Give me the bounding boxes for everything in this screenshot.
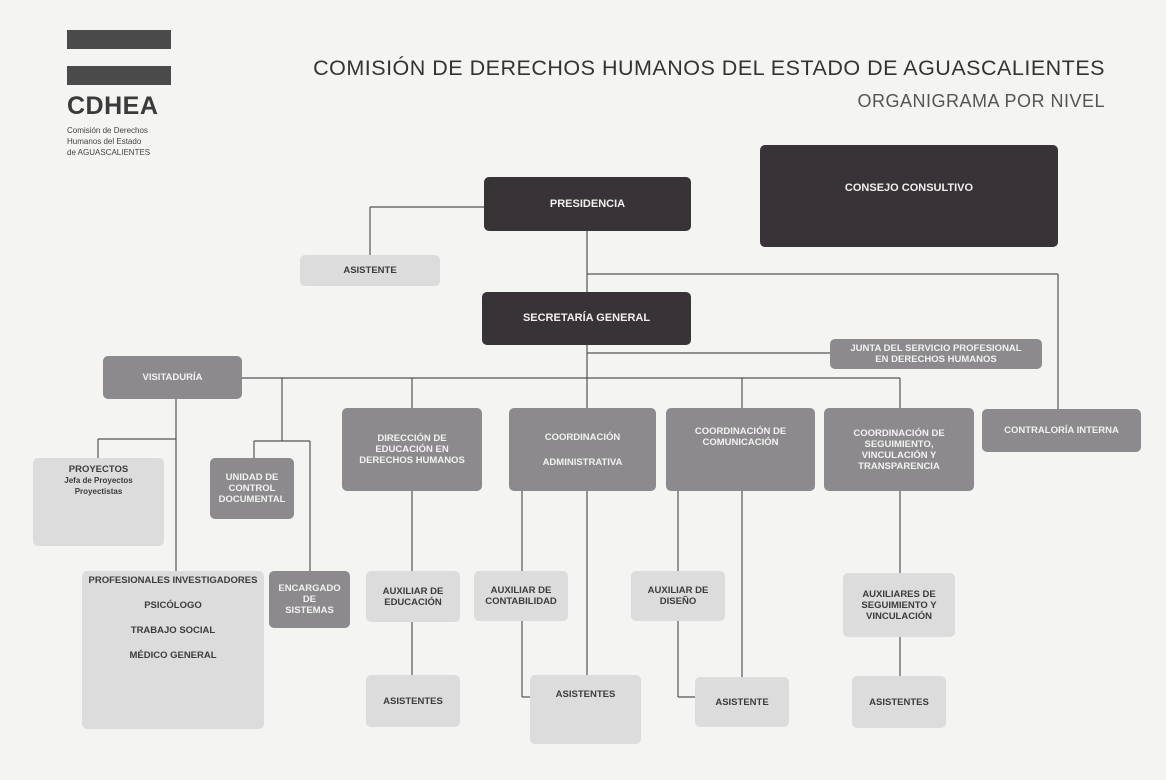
node-auxiliar-diseno: AUXILIAR DE DISEÑO [631,571,725,621]
node-profesionales-investigadores: PROFESIONALES INVESTIGADORES PSICÓLOGO T… [82,571,264,729]
node-unidad-line1: UNIDAD DE [225,472,279,483]
node-aux-cont-line2: CONTABILIDAD [485,596,557,607]
node-prof-line2: PSICÓLOGO [144,600,202,611]
node-coord-admin-line1: COORDINACIÓN [544,431,621,443]
page-title: COMISIÓN DE DERECHOS HUMANOS DEL ESTADO … [313,56,1105,80]
node-asis-edu-label: ASISTENTES [383,695,443,707]
node-asis-seg-label: ASISTENTES [869,696,929,708]
node-direccion-educacion: DIRECCIÓN DE EDUCACIÓN EN DERECHOS HUMAN… [342,408,482,491]
node-encargado-line1: ENCARGADO [278,583,341,594]
node-coordinacion-seguimiento: COORDINACIÓN DE SEGUIMIENTO, VINCULACIÓN… [824,408,974,491]
node-coord-seg-line3: VINCULACIÓN Y [861,449,937,461]
node-presidencia-label: PRESIDENCIA [549,197,626,210]
node-asistentes-seguimiento: ASISTENTES [852,676,946,728]
node-aux-edu-line1: AUXILIAR DE [382,585,444,597]
logo-bar-bottom [67,66,171,85]
logo-subtitle-line1: Comisión de Derechos [67,126,148,135]
node-proyectos: PROYECTOS Jefa de Proyectos Proyectistas [33,458,164,546]
node-asistente-presidencia: ASISTENTE [300,255,440,286]
node-contraloria-label: CONTRALORÍA INTERNA [1004,425,1119,436]
node-proyectos-title: PROYECTOS [68,464,129,475]
node-asistentes-educacion: ASISTENTES [366,675,460,727]
node-aux-seg-line2: SEGUIMIENTO Y [861,599,937,611]
node-visitaduria: VISITADURÍA [103,356,242,399]
node-prof-line4: MÉDICO GENERAL [129,650,217,661]
node-encargado-line2: DE [302,594,317,605]
node-encargado-line3: SISTEMAS [285,605,334,616]
node-aux-cont-line1: AUXILIAR DE [490,585,552,596]
node-secretaria-label: SECRETARÍA GENERAL [522,312,651,324]
node-coord-seg-line2: SEGUIMIENTO, [864,438,934,450]
node-coord-com-line2: COMUNICACIÓN [702,437,779,448]
node-coord-seg-line1: COORDINACIÓN DE [853,427,945,439]
page-subtitle: ORGANIGRAMA POR NIVEL [857,91,1105,111]
node-coord-com-line1: COORDINACIÓN DE [694,426,787,437]
node-consejo-label: CONSEJO CONSULTIVO [844,182,974,194]
node-prof-line1: PROFESIONALES INVESTIGADORES [88,575,258,586]
node-proyectos-line2: Jefa de Proyectos [64,476,133,485]
node-junta-line2: EN DERECHOS HUMANOS [875,354,997,365]
node-encargado-sistemas: ENCARGADO DE SISTEMAS [269,571,350,628]
node-contraloria-interna: CONTRALORÍA INTERNA [982,409,1141,452]
node-dir-edu-line3: DERECHOS HUMANOS [359,455,465,466]
node-auxiliares-seguimiento: AUXILIARES DE SEGUIMIENTO Y VINCULACIÓN [843,573,955,637]
node-asistente-comunicacion: ASISTENTE [695,677,789,727]
node-aux-dis-line2: DISEÑO [659,596,697,607]
node-coordinacion-comunicacion: COORDINACIÓN DE COMUNICACIÓN [666,408,815,491]
logo-acronym: CDHEA [67,92,159,120]
node-unidad-line2: CONTROL [228,483,276,494]
node-coord-admin-line2: ADMINISTRATIVA [542,456,623,468]
node-asis-com-label: ASISTENTE [715,696,769,708]
node-auxiliar-educacion: AUXILIAR DE EDUCACIÓN [366,571,460,622]
node-aux-dis-line1: AUXILIAR DE [647,585,709,596]
node-coord-seg-line4: TRANSPARENCIA [858,460,940,472]
node-aux-seg-line3: VINCULACIÓN [866,610,932,622]
logo-subtitle-line3: de AGUASCALIENTES [67,148,151,157]
node-visitaduria-label: VISITADURÍA [142,372,203,383]
node-coordinacion-administrativa: COORDINACIÓN ADMINISTRATIVA [509,408,656,491]
node-prof-line3: TRABAJO SOCIAL [130,625,216,636]
node-presidencia: PRESIDENCIA [484,177,691,231]
node-asistentes-administrativa: ASISTENTES [530,675,641,744]
node-junta-line1: JUNTA DEL SERVICIO PROFESIONAL [850,343,1022,354]
node-aux-edu-line2: EDUCACIÓN [384,596,442,608]
logo-bar-top [67,30,171,49]
node-secretaria-general: SECRETARÍA GENERAL [482,292,691,345]
node-asistente-pres-label: ASISTENTE [343,265,397,276]
logo-subtitle-line2: Humanos del Estado [67,137,142,146]
node-asis-admin-label: ASISTENTES [555,689,616,700]
node-unidad-line3: DOCUMENTAL [218,494,286,505]
node-unidad-control-documental: UNIDAD DE CONTROL DOCUMENTAL [210,458,294,519]
node-proyectos-line3: Proyectistas [74,487,123,496]
node-aux-seg-line1: AUXILIARES DE [862,588,936,600]
node-dir-edu-line1: DIRECCIÓN DE [377,433,447,444]
node-dir-edu-line2: EDUCACIÓN EN [375,444,449,455]
node-junta-servicio: JUNTA DEL SERVICIO PROFESIONAL EN DERECH… [830,339,1042,369]
node-consejo-consultivo: CONSEJO CONSULTIVO [760,145,1058,247]
node-auxiliar-contabilidad: AUXILIAR DE CONTABILIDAD [474,571,568,621]
